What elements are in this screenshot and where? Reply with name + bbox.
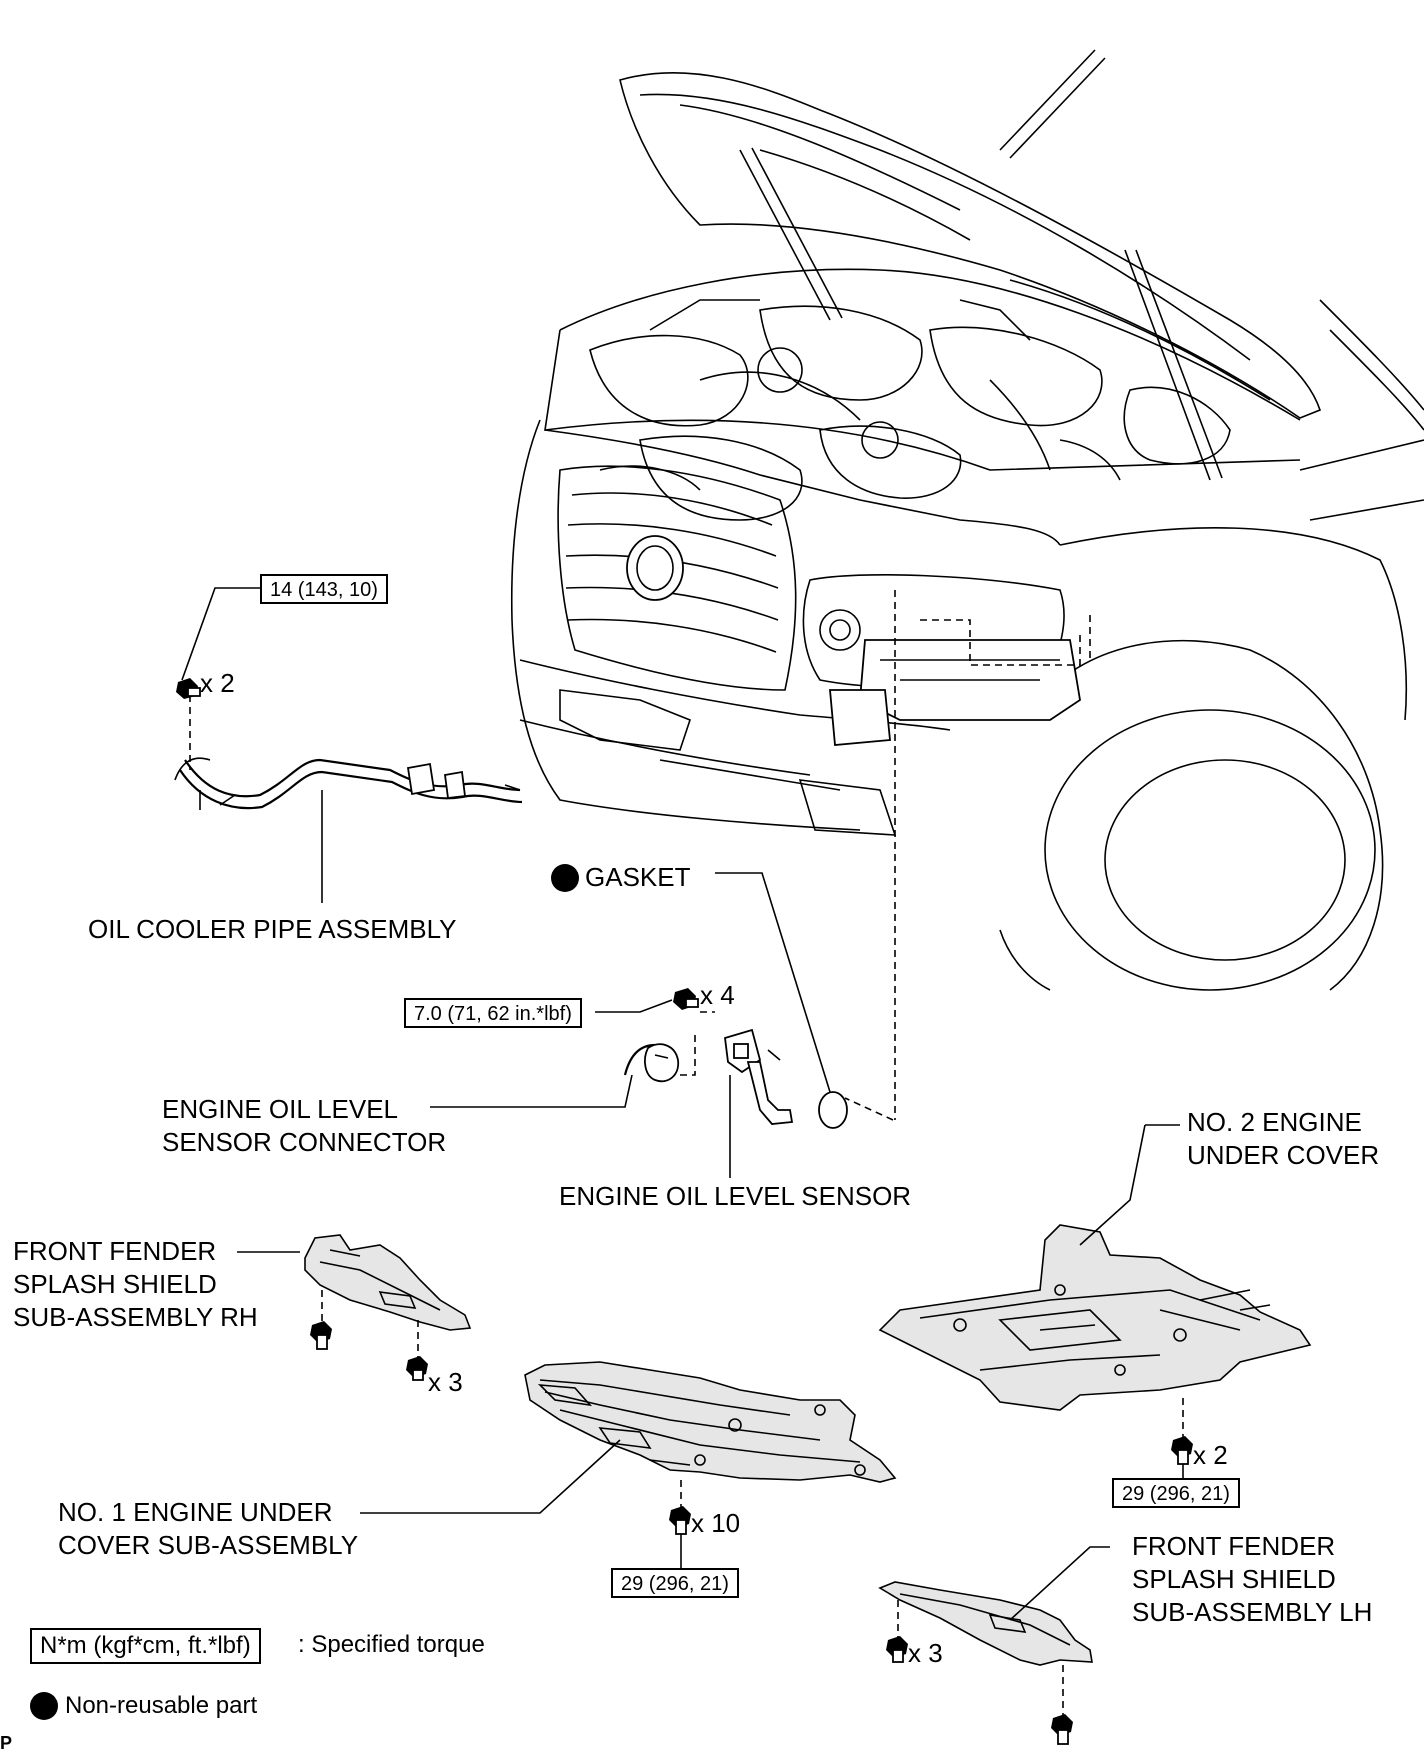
legend-torque-box: N*m (kgf*cm, ft.*lbf) bbox=[30, 1628, 261, 1664]
no1-engine-under-cover-label: NO. 1 ENGINE UNDER COVER SUB-ASSEMBLY bbox=[58, 1497, 359, 1560]
corner-mark: P bbox=[0, 1733, 13, 1753]
legend-torque-text: : Specified torque bbox=[298, 1631, 485, 1658]
splash-shield-rh-label: FRONT FENDER SPLASH SHIELD SUB-ASSEMBLY … bbox=[13, 1236, 258, 1332]
gasket-label: GASKET bbox=[585, 862, 691, 892]
pipe-bolt-quantity: x 2 bbox=[200, 668, 235, 698]
no2-engine-under-cover-label: NO. 2 ENGINE UNDER COVER bbox=[1187, 1107, 1380, 1170]
no1-bolt-quantity: x 10 bbox=[691, 1508, 741, 1538]
rh-bolt-2-drawing bbox=[406, 1356, 428, 1381]
lh-bolt-quantity: x 3 bbox=[908, 1638, 943, 1668]
oil-level-sensor-label: ENGINE OIL LEVEL SENSOR bbox=[559, 1181, 912, 1211]
no2-bolt-torque: 29 (296, 21) bbox=[1112, 1478, 1240, 1508]
sensor-bolt-drawing bbox=[673, 988, 699, 1010]
oil-cooler-pipe-drawing bbox=[174, 757, 523, 810]
lh-bolt-2-drawing bbox=[1051, 1714, 1073, 1745]
oil-cooler-pipe-label: OIL COOLER PIPE ASSEMBLY bbox=[88, 914, 457, 944]
gasket-nonreusable-marker bbox=[551, 864, 579, 892]
splash-shield-rh-drawing bbox=[304, 1234, 472, 1331]
no1-bolt-torque: 29 (296, 21) bbox=[611, 1568, 739, 1598]
lh-bolt-1-drawing bbox=[886, 1636, 908, 1663]
gasket-drawing bbox=[818, 1091, 848, 1129]
oil-level-sensor-connector-drawing bbox=[623, 1043, 680, 1083]
oil-level-sensor-connector-label: ENGINE OIL LEVEL SENSOR CONNECTOR bbox=[162, 1094, 447, 1157]
sensor-bolt-torque: 7.0 (71, 62 in.*lbf) bbox=[404, 998, 582, 1028]
no1-engine-under-cover-drawing bbox=[524, 1361, 897, 1483]
splash-shield-lh-drawing bbox=[878, 1581, 1093, 1666]
splash-shield-lh-label: FRONT FENDER SPLASH SHIELD SUB-ASSEMBLY … bbox=[1132, 1531, 1373, 1627]
legend-nonreusable-marker bbox=[30, 1692, 58, 1720]
rh-bolt-1-drawing bbox=[310, 1321, 332, 1350]
vehicle-front-drawing bbox=[510, 49, 1424, 991]
no2-bolt-quantity: x 2 bbox=[1193, 1440, 1228, 1470]
pipe-bolt-torque: 14 (143, 10) bbox=[260, 574, 388, 604]
oil-level-sensor-drawing bbox=[724, 1028, 794, 1125]
legend-nonreusable-text: Non-reusable part bbox=[65, 1692, 258, 1719]
no2-engine-under-cover-drawing bbox=[878, 1224, 1312, 1411]
rh-bolt-quantity: x 3 bbox=[428, 1367, 463, 1397]
no2-bolt-drawing bbox=[1171, 1436, 1193, 1465]
pipe-bolt-drawing bbox=[176, 678, 201, 699]
no1-bolt-drawing bbox=[669, 1506, 691, 1535]
sensor-bolt-quantity: x 4 bbox=[700, 980, 735, 1010]
